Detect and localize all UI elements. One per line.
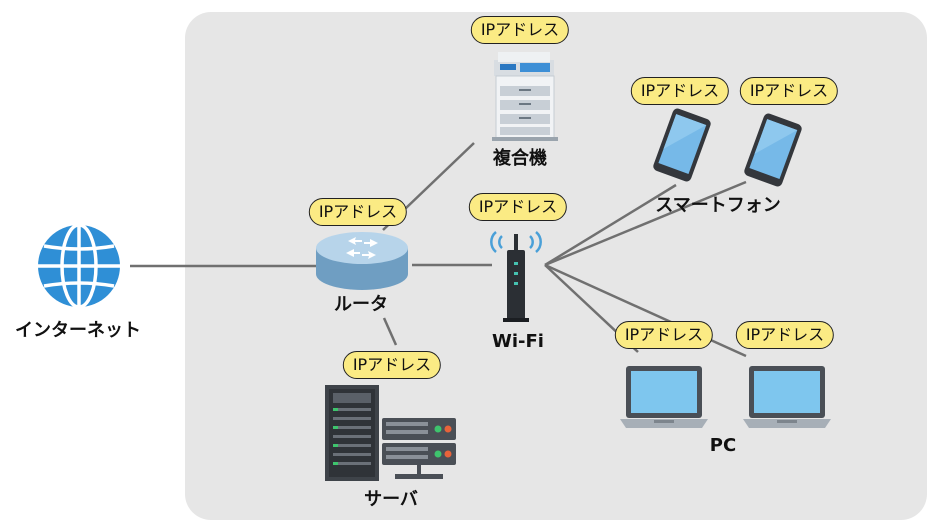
ip-badge-pc1: IPアドレス — [614, 321, 714, 349]
laptop-icon — [743, 366, 831, 428]
smartphone-label: スマートフォン — [655, 195, 781, 216]
internet-label: インターネット — [15, 320, 141, 341]
smartphone-icon — [744, 113, 802, 187]
globe-icon — [38, 223, 120, 309]
laptop-icon — [620, 366, 708, 428]
printer-icon — [492, 52, 558, 141]
router-icon — [316, 232, 408, 290]
server-icon — [325, 385, 456, 481]
line-wifi-phone1 — [544, 183, 677, 267]
pc-label: PC — [709, 435, 737, 456]
smartphone-icon — [653, 108, 711, 182]
wifi-router-icon — [490, 231, 542, 322]
line-wifi-phone2 — [544, 180, 747, 267]
router-label: ルータ — [334, 294, 388, 315]
mfp-label: 複合機 — [493, 148, 547, 169]
ip-badge-server: IPアドレス — [342, 351, 442, 379]
ip-badge-mfp: IPアドレス — [470, 16, 570, 44]
ip-badge-phone1: IPアドレス — [630, 77, 730, 105]
server-label: サーバ — [364, 489, 418, 510]
ip-badge-router: IPアドレス — [308, 198, 408, 226]
ip-badge-pc2: IPアドレス — [735, 321, 835, 349]
ip-badge-wifi: IPアドレス — [468, 193, 568, 221]
wifi-label: Wi-Fi — [492, 331, 544, 352]
line-router-server — [382, 317, 398, 346]
ip-badge-phone2: IPアドレス — [739, 77, 839, 105]
line-wifi-pc2 — [544, 263, 747, 358]
